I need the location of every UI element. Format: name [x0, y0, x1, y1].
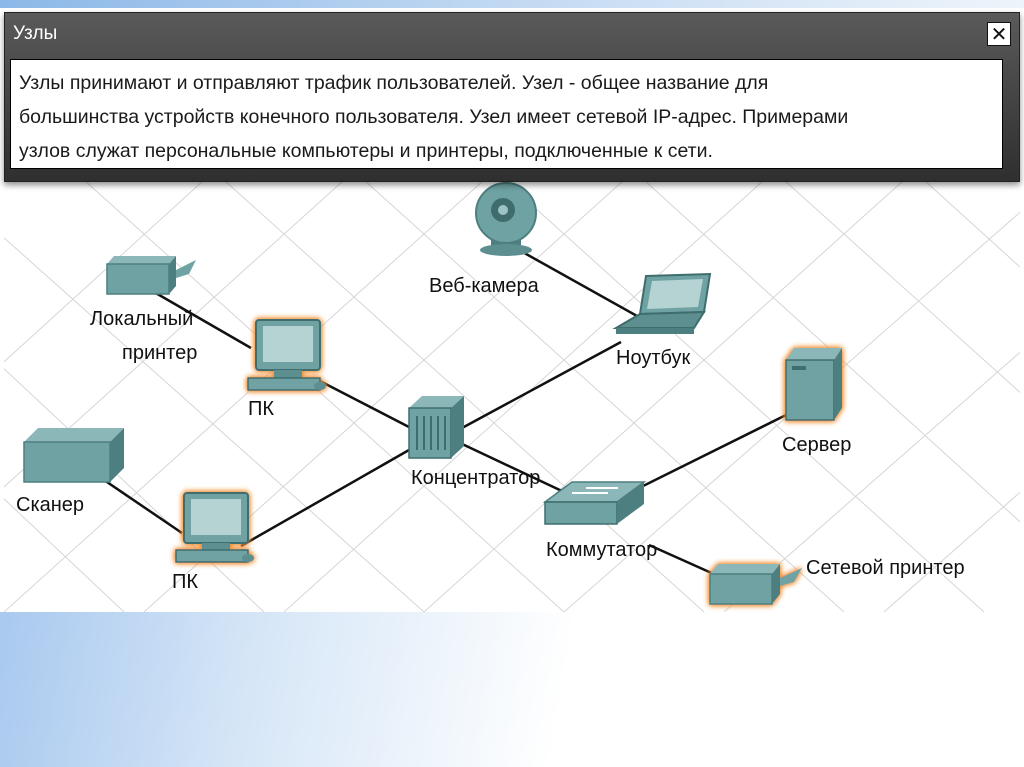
- close-button[interactable]: ✕: [987, 22, 1011, 46]
- label-server: Сервер: [782, 434, 852, 456]
- label-pc-top: ПК: [248, 398, 275, 420]
- background-wash: [0, 612, 1024, 767]
- link-hub-pc: [240, 448, 410, 548]
- label-webcam: Веб-камера: [429, 275, 539, 297]
- pc-bottom-icon: [175, 492, 254, 563]
- dialog-text-line: Узлы принимают и отправляют трафик польз…: [19, 72, 769, 94]
- dialog-body: Узлы принимают и отправляют трафик польз…: [10, 59, 1003, 169]
- label-hub: Концентратор: [411, 467, 541, 489]
- diagram-canvas: [4, 180, 1020, 612]
- label-pc-bottom: ПК: [172, 571, 199, 593]
- network-printer-icon: [709, 564, 802, 605]
- switch-icon: [542, 481, 647, 525]
- connection-links: [103, 248, 787, 577]
- network-diagram: Веб-камера Ноутбук Локальный принтер ПК …: [4, 180, 1020, 612]
- scanner-icon: [23, 428, 124, 483]
- label-network-printer: Сетевой принтер: [806, 557, 965, 579]
- hub-icon: [408, 396, 464, 459]
- link-printer-pc: [153, 290, 252, 350]
- label-local-printer-line1: Локальный: [90, 308, 194, 330]
- link-webcam-laptop: [518, 248, 638, 318]
- dialog-text-line: большинства устройств конечного пользова…: [19, 106, 849, 128]
- pc-top-icon: [247, 319, 326, 391]
- link-switch-netprinter: [648, 543, 717, 577]
- laptop-icon: [612, 272, 712, 334]
- link-hub-laptop: [461, 340, 622, 430]
- label-local-printer-line2: принтер: [122, 342, 198, 364]
- link-pc-hub: [315, 377, 410, 429]
- label-scanner: Сканер: [16, 494, 85, 516]
- floor-grid: [4, 180, 1020, 612]
- server-icon: [785, 348, 842, 421]
- link-scanner-pc: [103, 478, 183, 535]
- label-laptop: Ноутбук: [616, 347, 691, 369]
- label-switch: Коммутатор: [546, 539, 658, 561]
- top-accent-strip: [0, 0, 1024, 8]
- dialog-title: Узлы: [13, 23, 58, 44]
- close-icon: ✕: [990, 22, 1008, 46]
- webcam-icon: [475, 182, 537, 256]
- local-printer-icon: [106, 256, 196, 295]
- info-dialog: Узлы ✕ Узлы принимают и отправляют трафи…: [4, 12, 1020, 182]
- link-hub-switch: [459, 441, 565, 494]
- link-switch-server: [628, 413, 787, 495]
- dialog-text-line: узлов служат персональные компьютеры и п…: [19, 140, 713, 162]
